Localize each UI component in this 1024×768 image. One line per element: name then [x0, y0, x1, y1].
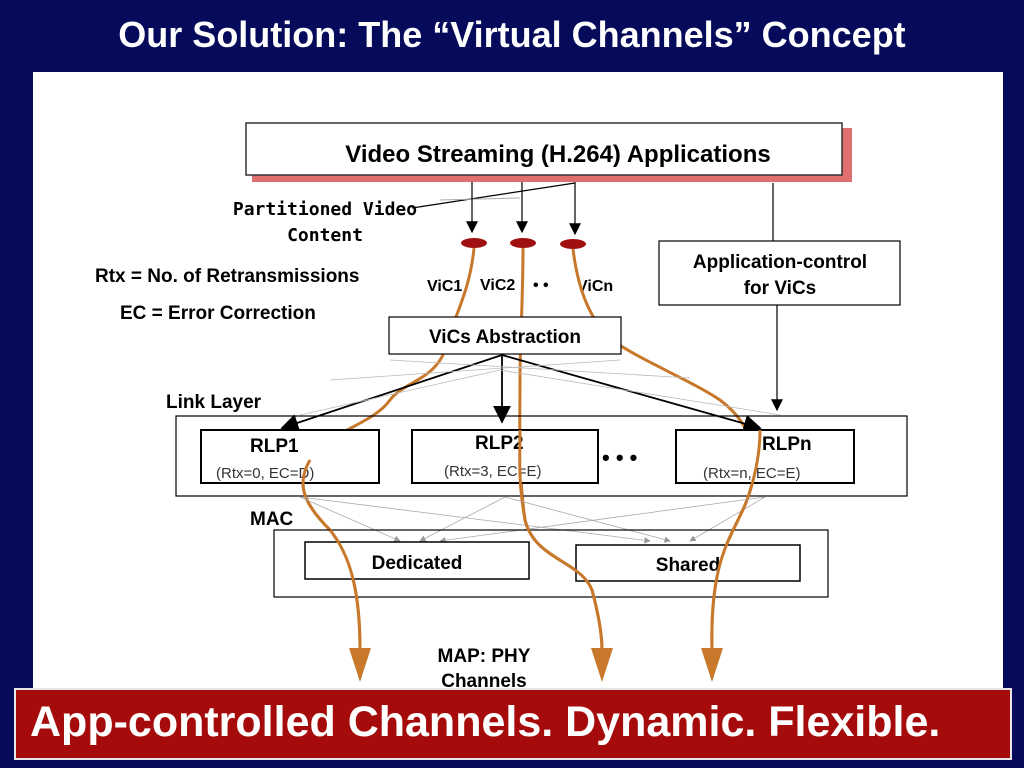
mac-label: MAC — [250, 509, 294, 530]
rlp2-box — [411, 429, 599, 484]
ec-definition: EC = Error Correction — [120, 303, 316, 324]
partitioned-pointer — [411, 182, 576, 209]
map-label-line1: MAP: PHY — [438, 646, 531, 667]
app-control-line2: for ViCs — [744, 278, 817, 299]
app-control-box — [658, 240, 901, 306]
rlp2-params: (Rtx=3, EC=E) — [444, 463, 542, 480]
slide-title: Our Solution: The “Virtual Channels” Con… — [118, 14, 906, 55]
faint-mesh-upper — [299, 359, 781, 416]
partitioned-label-line2: Content — [287, 225, 363, 246]
vic1-label: ViC1 — [427, 278, 462, 295]
flow-curve-1-overlay — [301, 459, 332, 532]
flow-curve-2-lower — [523, 519, 604, 651]
vicn-marker — [560, 239, 586, 249]
abstraction-to-rlpn-arrow — [501, 354, 762, 433]
rlp1-box — [200, 429, 380, 484]
flow-curve-n-overlay — [743, 429, 762, 506]
flow-curve-1-lower — [328, 529, 362, 651]
vic-dots: • • — [533, 277, 549, 294]
app-box-group: Video Streaming (H.264) Applications — [245, 122, 852, 182]
vic2-marker — [510, 238, 536, 248]
mac-box — [273, 529, 829, 598]
vic2-label: ViC2 — [480, 277, 515, 294]
rlp2-label: RLP2 — [475, 433, 524, 454]
link-layer-label: Link Layer — [166, 392, 262, 413]
vics-abstraction-box — [388, 316, 622, 355]
phy-arrowhead-n — [701, 648, 723, 682]
rlp-dots: • • • — [602, 445, 637, 470]
shared-box — [575, 544, 801, 582]
map-label-line2: Channels — [441, 671, 527, 692]
partitioned-label-line1: Partitioned Video — [233, 199, 417, 220]
shared-label: Shared — [656, 555, 720, 576]
flow-curve-n-lower — [710, 504, 747, 651]
app-control-line1: Application-control — [693, 252, 867, 273]
vic1-marker — [461, 238, 487, 248]
abstraction-to-rlp1-arrow — [280, 354, 503, 432]
rlp1-params: (Rtx=0, EC=D) — [216, 465, 314, 482]
rlpn-params: (Rtx=n, EC=E) — [703, 465, 801, 482]
rlpn-label: RLPn — [762, 434, 812, 455]
bottom-banner: App-controlled Channels. Dynamic. Flexib… — [14, 688, 1012, 760]
phy-arrowhead-2 — [591, 648, 613, 682]
faint-line — [439, 197, 521, 201]
rlp1-label: RLP1 — [250, 436, 299, 457]
vics-abstraction-label: ViCs Abstraction — [429, 327, 581, 348]
flow-curve-2-overlay — [518, 429, 527, 521]
app-box-label: Video Streaming (H.264) Applications — [345, 141, 770, 168]
app-box — [245, 122, 843, 176]
faint-mesh-lower — [299, 496, 766, 544]
dedicated-label: Dedicated — [372, 553, 463, 574]
banner-text: App-controlled Channels. Dynamic. Flexib… — [30, 698, 941, 746]
rlpn-box — [675, 429, 855, 484]
link-layer-box — [175, 415, 908, 497]
rtx-definition: Rtx = No. of Retransmissions — [95, 266, 359, 287]
vicn-label: ViCn — [577, 278, 613, 295]
phy-arrowhead-1 — [349, 648, 371, 682]
